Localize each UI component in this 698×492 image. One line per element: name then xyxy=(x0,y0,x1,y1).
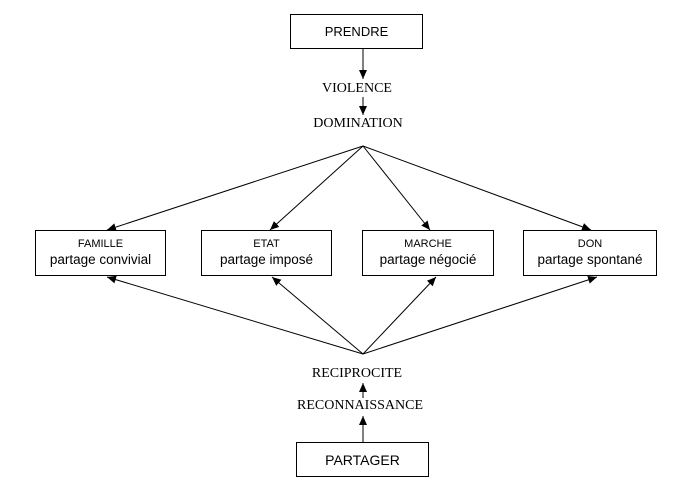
box-etat-category: ETAT xyxy=(253,238,280,250)
box-partager-label: PARTAGER xyxy=(325,451,400,468)
label-reciprocite: RECIPROCITE xyxy=(311,366,403,381)
label-violence: VIOLENCE xyxy=(322,81,392,96)
box-famille-category: FAMILLE xyxy=(77,238,124,250)
box-marche: MARCHE partage négocié xyxy=(362,230,494,276)
label-domination: DOMINATION xyxy=(313,116,403,131)
label-reconnaissance: RECONNAISSANCE xyxy=(296,398,424,413)
box-marche-category: MARCHE xyxy=(404,238,452,250)
arrow-domination-etat xyxy=(269,145,364,231)
box-etat: ETAT partage imposé xyxy=(201,230,332,276)
box-famille-subtitle: partage convivial xyxy=(49,252,152,267)
box-prendre: PRENDRE xyxy=(290,14,423,49)
arrow-domination-famille xyxy=(106,145,364,231)
arrow-domination-don xyxy=(362,145,592,231)
arrow-domination-marche xyxy=(362,145,431,231)
arrow-reciprocite-don xyxy=(362,276,598,355)
box-partager: PARTAGER xyxy=(296,442,429,477)
box-don-subtitle: partage spontané xyxy=(537,252,643,267)
box-famille: FAMILLE partage convivial xyxy=(35,230,166,276)
arrow-reciprocite-etat xyxy=(271,276,364,355)
box-don-category: DON xyxy=(577,238,603,250)
arrow-reciprocite-marche xyxy=(362,276,437,355)
arrow-reciprocite-famille xyxy=(106,275,364,355)
box-don: DON partage spontané xyxy=(523,230,657,276)
box-etat-subtitle: partage imposé xyxy=(219,252,314,267)
box-marche-subtitle: partage négocié xyxy=(379,252,477,267)
box-prendre-label: PRENDRE xyxy=(324,24,389,39)
